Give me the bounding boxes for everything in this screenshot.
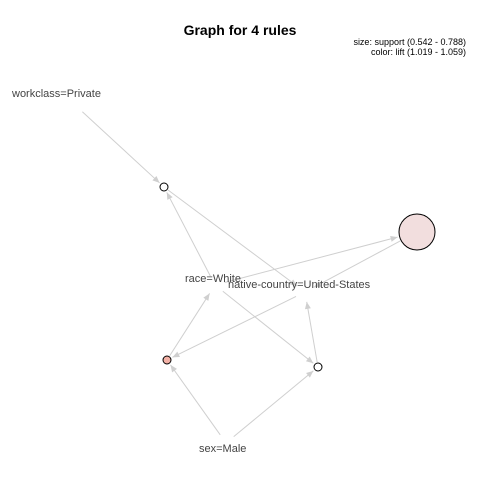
item-label-workclass: workclass=Private xyxy=(11,88,101,100)
legend-color: color: lift (1.019 - 1.059) xyxy=(370,47,466,57)
edge-sex-to-r3 xyxy=(170,364,221,436)
rule-node-r3 xyxy=(162,355,172,365)
edge-country-to-r3 xyxy=(172,295,297,358)
edge-sex-to-r4 xyxy=(233,370,314,438)
edge-r1-to-country xyxy=(167,189,298,287)
rule-node-r1 xyxy=(159,182,169,192)
arrowhead-r4-to-country xyxy=(304,301,311,310)
rule-node-r2 xyxy=(398,213,436,251)
edges-layer xyxy=(82,111,401,438)
arrowhead-race-to-r1 xyxy=(166,192,173,200)
arrowhead-r3-to-race xyxy=(203,293,210,301)
legend-size: size: support (0.542 - 0.788) xyxy=(353,37,466,47)
edge-r3-to-race xyxy=(169,293,211,357)
arrowhead-sex-to-r3 xyxy=(170,364,177,373)
arrowhead-sex-to-r4 xyxy=(306,370,314,378)
rule-nodes-layer xyxy=(159,182,436,372)
arrowhead-country-to-r3 xyxy=(172,351,180,358)
arrowhead-r2-to-country xyxy=(313,281,322,288)
edge-race-to-r2 xyxy=(224,236,398,283)
rule-node-r4 xyxy=(313,362,323,372)
legend: size: support (0.542 - 0.788) color: lif… xyxy=(353,37,466,57)
edge-race-to-r1 xyxy=(166,192,211,277)
edge-race-to-r4 xyxy=(222,290,314,364)
arrowhead-race-to-r2 xyxy=(390,235,398,242)
edge-r2-to-country xyxy=(313,240,401,288)
arrowhead-workclass-to-r1 xyxy=(152,175,160,183)
edge-r4-to-country xyxy=(306,301,318,363)
edge-workclass-to-r1 xyxy=(82,111,160,184)
item-label-country: native-country=United-States xyxy=(228,279,371,291)
item-labels-layer: workclass=Private race=White native-coun… xyxy=(11,88,371,455)
arrowhead-r1-to-country xyxy=(289,279,297,287)
item-label-race: race=White xyxy=(185,273,241,285)
item-label-sex: sex=Male xyxy=(199,443,246,455)
arrowhead-race-to-r4 xyxy=(305,356,314,364)
graph-title: Graph for 4 rules xyxy=(183,22,297,38)
